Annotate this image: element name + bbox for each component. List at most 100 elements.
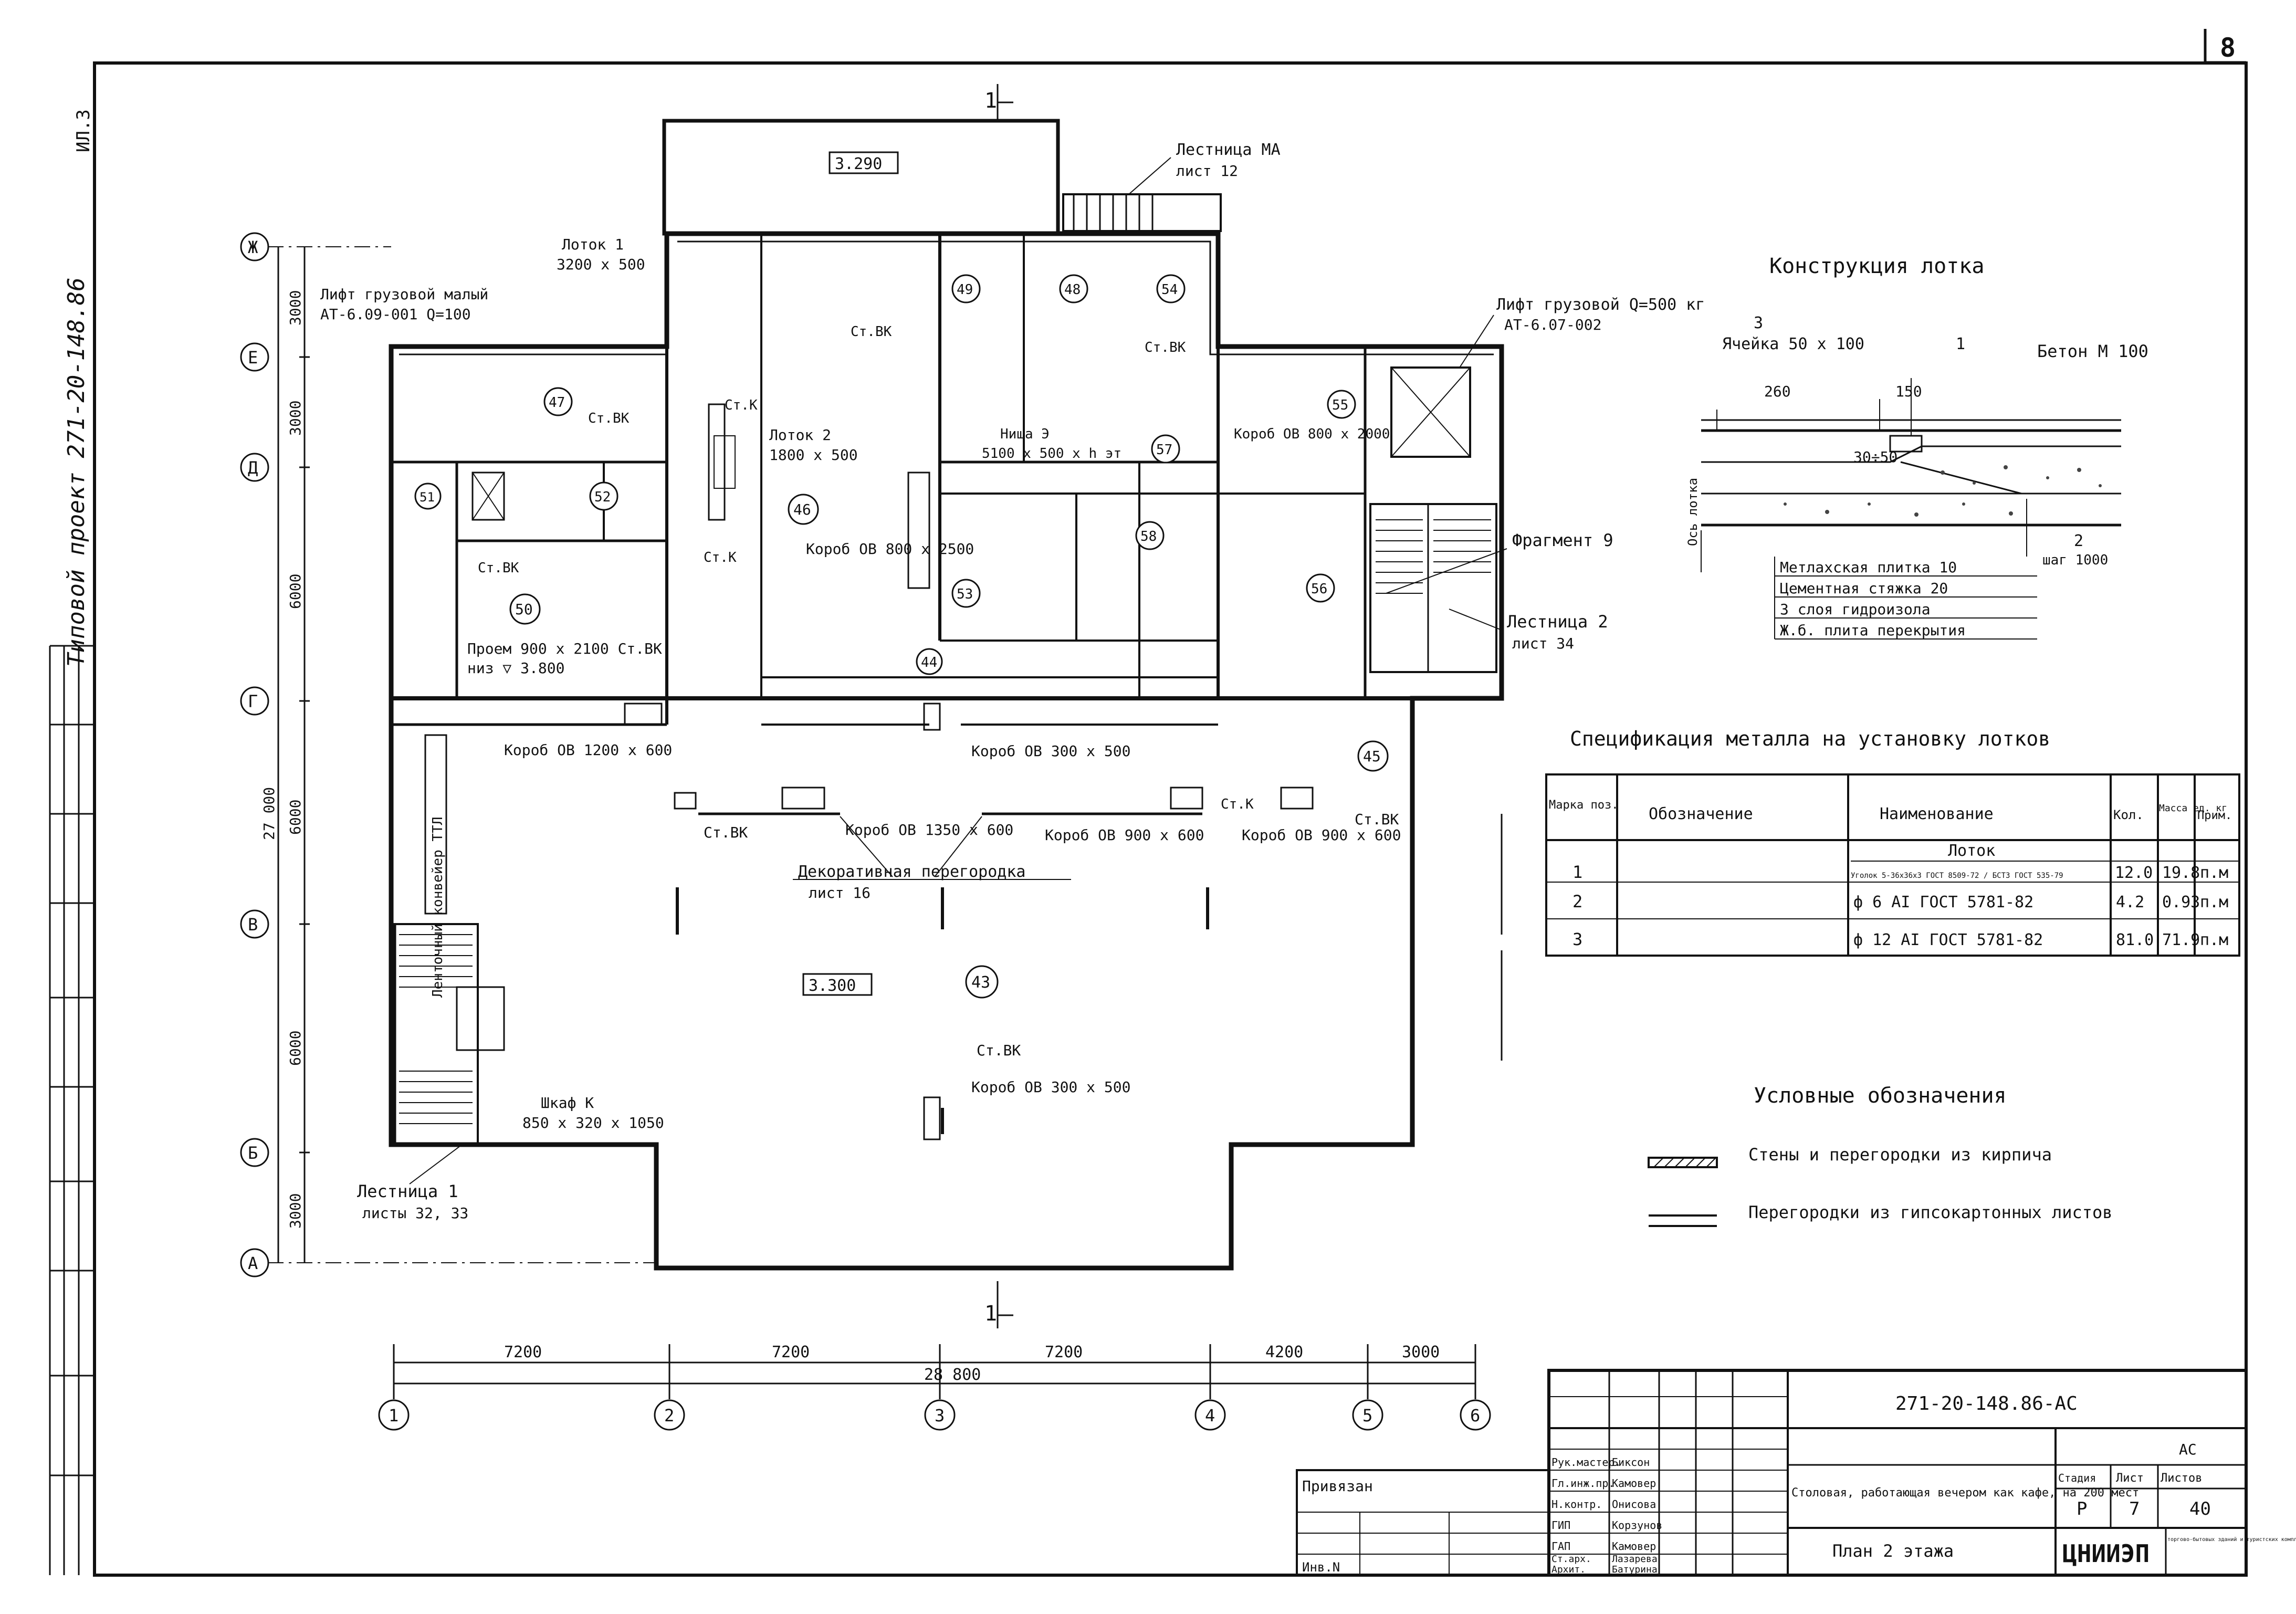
spec-h-name: Наименование xyxy=(1880,805,1994,823)
axis-col-4: 4 xyxy=(1205,1406,1215,1426)
tb-sheet: 7 xyxy=(2129,1498,2140,1519)
label-korob-800-2000: Короб ОВ 800 x 2000 xyxy=(1234,426,1390,442)
legend: Условные обозначения Стены и перегородки… xyxy=(1648,1084,2113,1227)
spec-row-3-name: ф 12 АI ГОСТ 5781-82 xyxy=(1853,931,2043,949)
label-korob-900-600: Короб ОВ 900 x 600 xyxy=(1045,826,1204,844)
construction-n3: 2 xyxy=(2074,532,2083,550)
tb-person-7-role: Архит. xyxy=(1551,1564,1586,1575)
construction-shag: шаг 1000 xyxy=(2042,552,2108,568)
construction-d2: 150 xyxy=(1895,383,1922,400)
label-shkaf-size: 850 x 320 x 1050 xyxy=(522,1114,664,1131)
col-dim-total: 28 800 xyxy=(924,1366,981,1384)
tb-inv: Инв.N xyxy=(1302,1560,1340,1575)
label-stair2-sheet: лист 34 xyxy=(1512,635,1574,652)
label-stvk-7: Ст.ВК xyxy=(977,1042,1021,1059)
construction-n1: 3 xyxy=(1754,314,1763,332)
tb-sheets-h: Листов xyxy=(2161,1472,2202,1485)
tb-ac: АС xyxy=(2179,1441,2197,1458)
label-korob-300-500b: Короб ОВ 300 x 500 xyxy=(971,1078,1130,1096)
label-lift-small-code: АТ-6.09-001 Q=100 xyxy=(320,306,471,323)
label-korob-1200-600: Короб ОВ 1200 x 600 xyxy=(504,741,672,759)
tb-project: Столовая, работающая вечером как кафе, н… xyxy=(1791,1486,2139,1500)
tb-person-2-role: Гл.инж.пр. xyxy=(1551,1477,1614,1490)
spec-row-3-mass: 71.9 xyxy=(2162,931,2200,949)
label-shkaf: Шкаф К xyxy=(541,1094,594,1112)
spec-row-1-pos: 1 xyxy=(1572,862,1582,882)
room-52: 52 xyxy=(594,489,611,505)
col-dim-4: 4200 xyxy=(1265,1343,1303,1361)
spec-row-2-name: ф 6 АI ГОСТ 5781-82 xyxy=(1853,893,2033,911)
label-stk-2: Ст.К xyxy=(1221,796,1254,812)
tb-prividan: Привязан xyxy=(1302,1477,1373,1495)
axis-col-3: 3 xyxy=(935,1406,945,1426)
row-axes xyxy=(240,232,656,1277)
cut-label-top: 1 xyxy=(984,89,997,113)
tb-person-6-name: Лазарева xyxy=(1612,1554,1658,1565)
label-nisha: Ниша Э xyxy=(1000,426,1050,442)
room-markers xyxy=(414,274,1389,999)
axis-row-b: Б xyxy=(248,1143,258,1163)
side-stamp-grid xyxy=(49,645,95,1575)
label-lotok1: Лоток 1 xyxy=(562,236,624,253)
tb-person-1-name: Биксон xyxy=(1612,1456,1650,1469)
room-56: 56 xyxy=(1311,581,1327,597)
label-lotok2: Лоток 2 xyxy=(769,426,831,444)
label-stvk-3: Ст.ВК xyxy=(588,411,630,426)
axis-col-6: 6 xyxy=(1470,1406,1480,1426)
spec-h-mass: Масса ед. кг xyxy=(2159,803,2227,814)
construction-cell: Ячейка 50 x 100 xyxy=(1722,335,1864,353)
room-55: 55 xyxy=(1332,397,1348,413)
room-58: 58 xyxy=(1140,529,1157,544)
axis-col-1: 1 xyxy=(389,1406,399,1426)
spec-title: Спецификация металла на установку лотков xyxy=(1570,727,2050,750)
label-stk-3: Ст.К xyxy=(725,397,758,413)
room-49: 49 xyxy=(957,282,973,298)
tb-person-3-role: Н.контр. xyxy=(1551,1498,1602,1511)
spec-row-1-mass: 19.8 xyxy=(2162,864,2200,882)
col-dim-5: 3000 xyxy=(1402,1343,1440,1361)
col-dim-1: 7200 xyxy=(504,1343,542,1361)
label-proem: Проем 900 x 2100 Ст.ВК xyxy=(467,640,662,657)
construction-layer-3: 3 слоя гидроизола xyxy=(1780,601,1931,618)
label-stvk-1: Ст.ВК xyxy=(851,324,892,340)
row-dim-1: 3000 xyxy=(287,290,304,326)
axis-row-a: А xyxy=(248,1253,258,1273)
room-46: 46 xyxy=(793,501,811,518)
tb-org2: торгово-бытовых зданий и туристских комп… xyxy=(2167,1536,2296,1543)
row-dim-2: 3000 xyxy=(287,401,304,436)
label-korob-1350-600: Короб ОВ 1350 x 600 xyxy=(845,821,1013,839)
label-stvk-6: Ст.ВК xyxy=(1355,811,1399,828)
axis-col-2: 2 xyxy=(664,1406,674,1426)
spec-row-1-qty: 12.0 xyxy=(2115,864,2153,882)
construction-title: Конструкция лотка xyxy=(1769,254,1984,278)
tb-sheet-name: План 2 этажа xyxy=(1832,1541,1954,1561)
tb-person-4-role: ГИП xyxy=(1551,1519,1570,1532)
legend-item-1: Стены и перегородки из кирпича xyxy=(1748,1145,2052,1165)
row-dim-6: 3000 xyxy=(287,1193,304,1229)
label-lift-small: Лифт грузовой малый xyxy=(320,286,488,303)
tb-person-3-name: Онисова xyxy=(1612,1498,1656,1511)
room-45: 45 xyxy=(1363,748,1381,765)
label-stair1: Лестница 1 xyxy=(357,1181,458,1201)
spec-h-pos: Марка поз. xyxy=(1549,799,1618,812)
axis-row-d: Д xyxy=(248,458,258,478)
spec-h-note: Прим. xyxy=(2197,809,2232,822)
label-conveyor: Ленточный конвейер ТТЛ xyxy=(430,817,446,998)
cut-label-bottom: 1 xyxy=(984,1302,997,1326)
tb-stage-h: Стадия xyxy=(2058,1472,2096,1484)
axis-row-g: Г xyxy=(248,691,258,711)
side-title: Типовой проект 271-20-148.86 xyxy=(63,277,90,667)
label-stvk-4: Ст.ВК xyxy=(478,560,519,576)
spec-row-2-qty: 4.2 xyxy=(2116,893,2144,911)
room-54: 54 xyxy=(1161,282,1178,298)
construction-layer-2: Цементная стяжка 20 xyxy=(1780,580,1948,597)
room-51: 51 xyxy=(420,490,435,505)
spec-row-3-qty: 81.0 xyxy=(2116,931,2154,949)
row-dim-3: 6000 xyxy=(287,574,304,609)
row-dim-total: 27 000 xyxy=(260,787,278,840)
room-47: 47 xyxy=(549,395,565,411)
label-stvk-2: Ст.ВК xyxy=(1145,340,1186,355)
title-block: Привязан Инв.N 271-20-148.86-АС АС Столо… xyxy=(1296,1369,2296,1577)
label-korob-800-2500: Короб ОВ 800 x 2500 xyxy=(806,540,974,558)
